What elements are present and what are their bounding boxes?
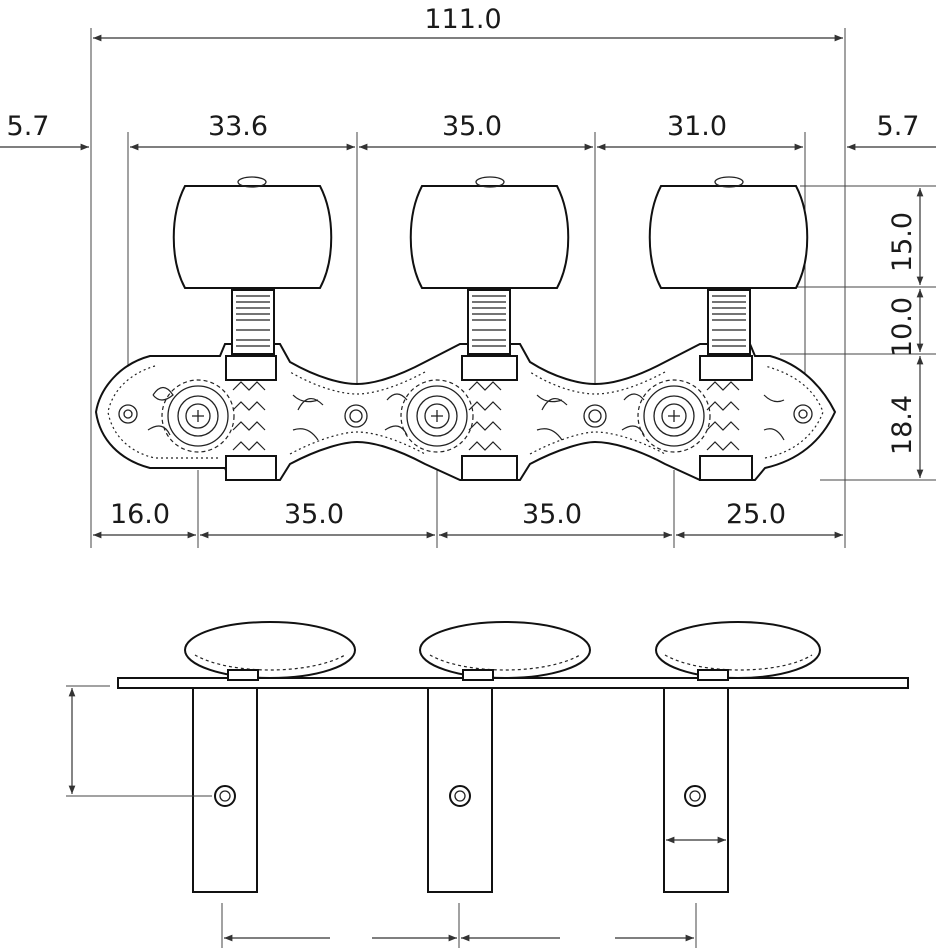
bottom-right-label: 25.0: [726, 499, 786, 530]
knob-2: [409, 176, 570, 355]
gear-unit-3: [621, 355, 785, 481]
knob-spacing-1-label: 33.6: [208, 111, 268, 142]
side-knob-2: [419, 621, 591, 681]
bottom-spacing-1-label: 35.0: [284, 499, 344, 530]
shaft-height-label: 10.0: [887, 297, 918, 357]
knob-3: [648, 176, 809, 355]
knob-spacing-3-label: 31.0: [667, 111, 727, 142]
post-2: [427, 687, 493, 893]
right-margin-label: 5.7: [877, 111, 920, 142]
post-1: [192, 687, 258, 893]
post-3: [663, 687, 729, 893]
knob-height-label: 15.0: [887, 212, 918, 272]
bottom-left-label: 16.0: [110, 499, 170, 530]
knob-spacing-2-label: 35.0: [442, 111, 502, 142]
left-margin-label: 5.7: [7, 111, 50, 142]
overall-width-label: 111.0: [424, 4, 501, 35]
gear-unit-1: [147, 355, 324, 481]
bottom-spacing-2-label: 35.0: [522, 499, 582, 530]
bottom-dimensions: 16.0 35.0 35.0 25.0: [93, 470, 843, 548]
top-view: 111.0 5.7 33.6 35.0 31.0 5.7: [0, 4, 936, 548]
plate-height-label: 18.4: [887, 395, 918, 455]
side-knob-1: [184, 621, 356, 681]
height-dimensions: 15.0 10.0 18.4: [780, 185, 936, 481]
side-dimensions: [66, 685, 726, 948]
knob-1: [172, 176, 333, 355]
side-knob-3: [655, 621, 821, 681]
gear-unit-2: [384, 355, 568, 481]
side-view: [66, 621, 909, 948]
knob-spacing-dimensions: 5.7 33.6 35.0 31.0 5.7: [0, 111, 936, 400]
overall-width-dimension: 111.0: [90, 4, 846, 548]
